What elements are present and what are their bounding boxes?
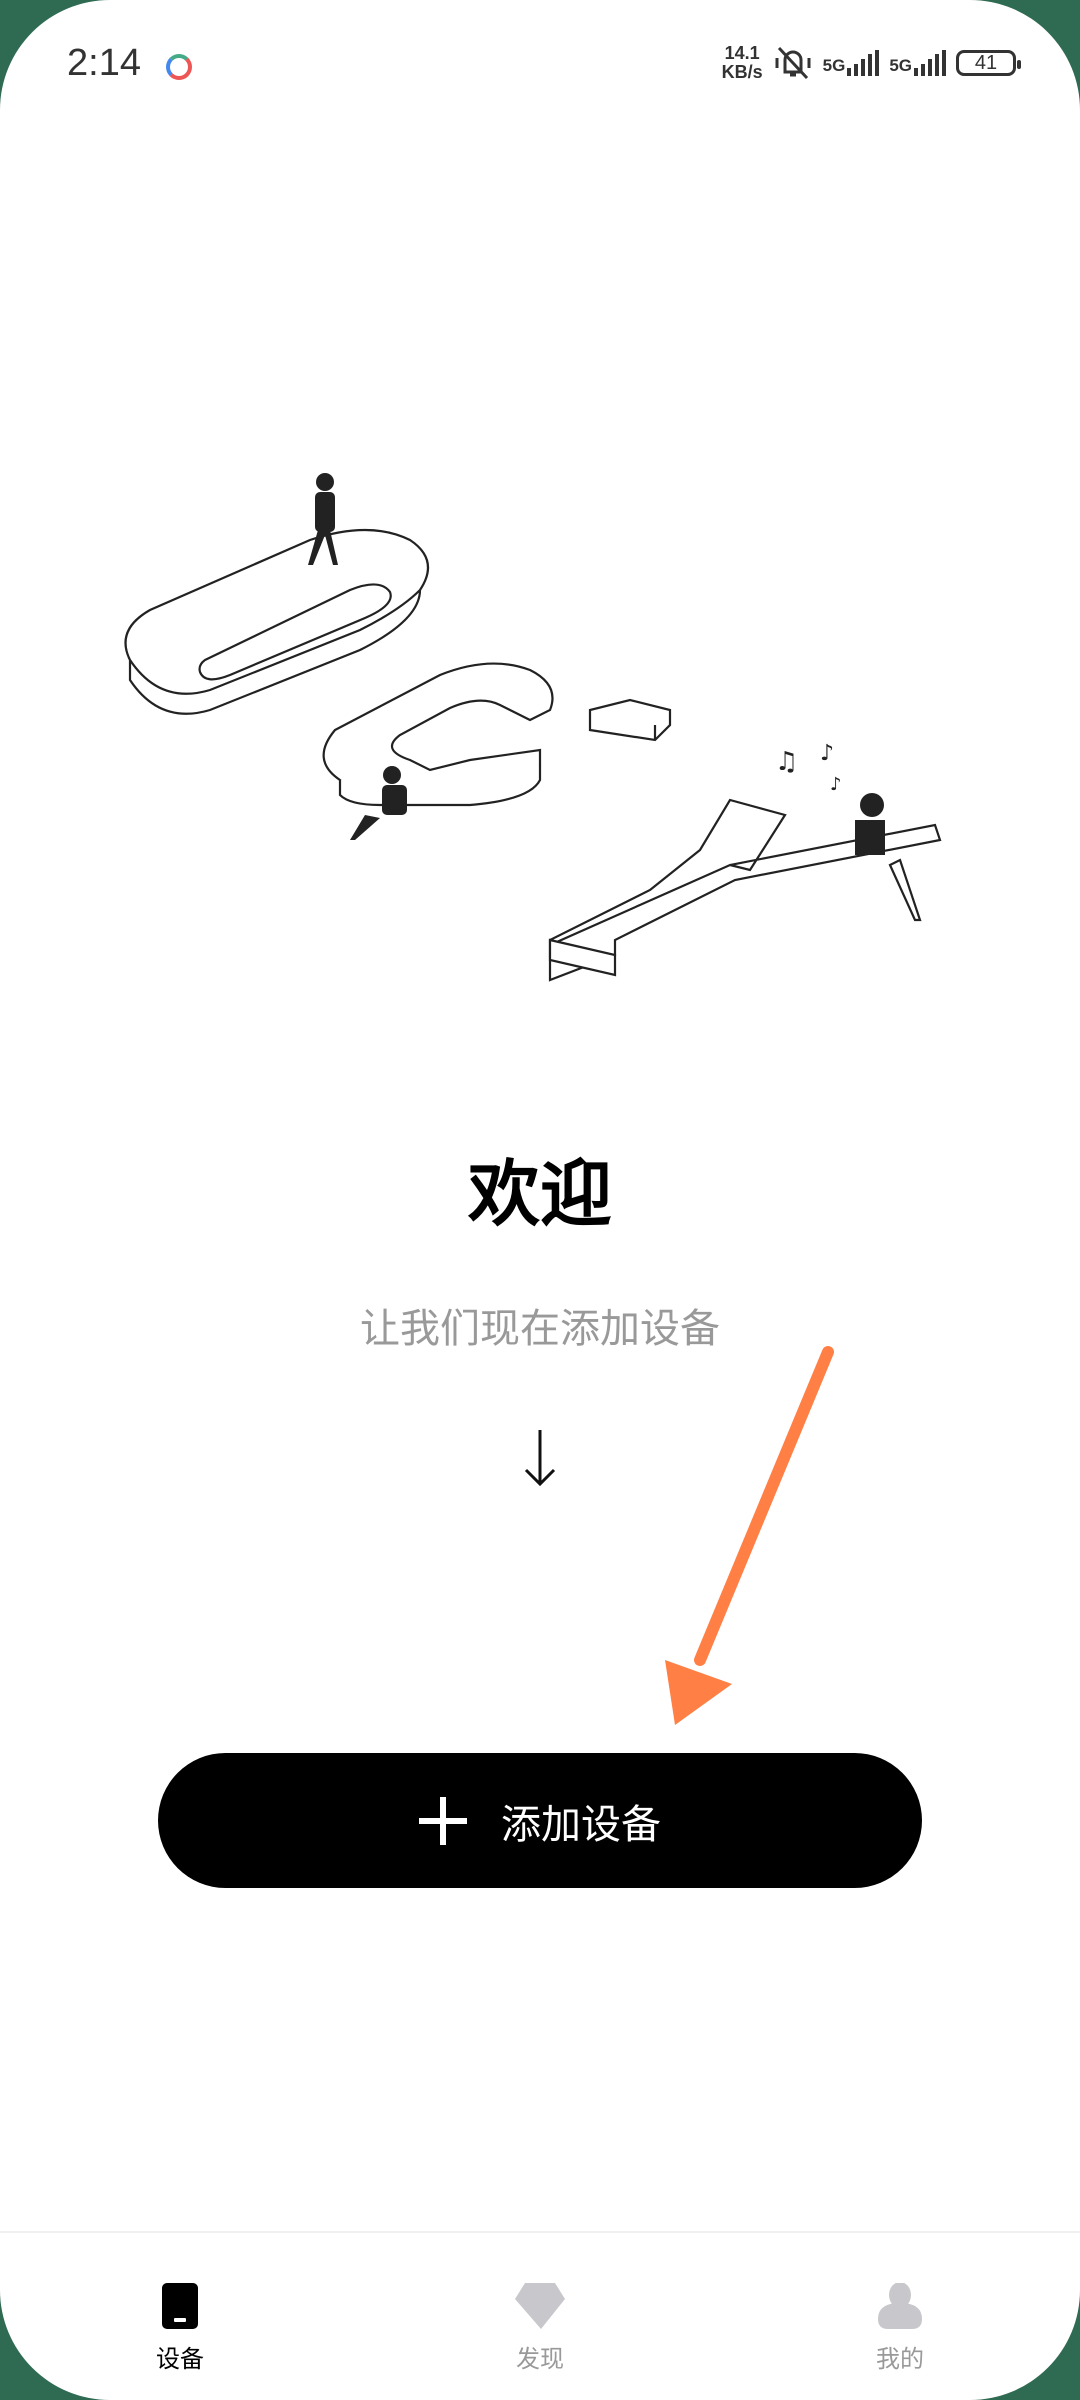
arrow-down-icon (524, 1430, 556, 1487)
battery-icon: 41 (956, 50, 1021, 76)
tab-profile[interactable]: 我的 (820, 2273, 980, 2374)
bottom-nav: 设备 发现 我的 (0, 2231, 1080, 2400)
svg-text:♪: ♪ (830, 774, 842, 795)
diamond-icon (515, 2283, 565, 2329)
tab-devices[interactable]: 设备 (100, 2273, 260, 2374)
add-device-button[interactable]: 添加设备 (158, 1753, 922, 1888)
device-icon (162, 2283, 198, 2329)
app-notification-icon (166, 54, 192, 80)
person-icon (878, 2283, 922, 2329)
status-time: 2:14 (67, 42, 141, 84)
welcome-illustration: ♫ ♪ ♪ (124, 473, 942, 982)
svg-text:♫: ♫ (775, 747, 798, 777)
signal-sim2: 5G (889, 50, 946, 76)
mute-vibrate-icon (775, 46, 811, 80)
tab-discover[interactable]: 发现 (460, 2273, 620, 2374)
add-device-label: 添加设备 (501, 1802, 661, 1847)
tab-label: 发现 (516, 2345, 564, 2373)
tab-label: 设备 (156, 2345, 204, 2373)
tab-label: 我的 (876, 2345, 924, 2373)
signal-sim1: 5G (823, 50, 880, 76)
svg-text:♪: ♪ (820, 741, 834, 766)
page-subtitle: 让我们现在添加设备 (360, 1306, 720, 1352)
page-title: 欢迎 (467, 1152, 612, 1236)
plus-icon (419, 1796, 467, 1845)
